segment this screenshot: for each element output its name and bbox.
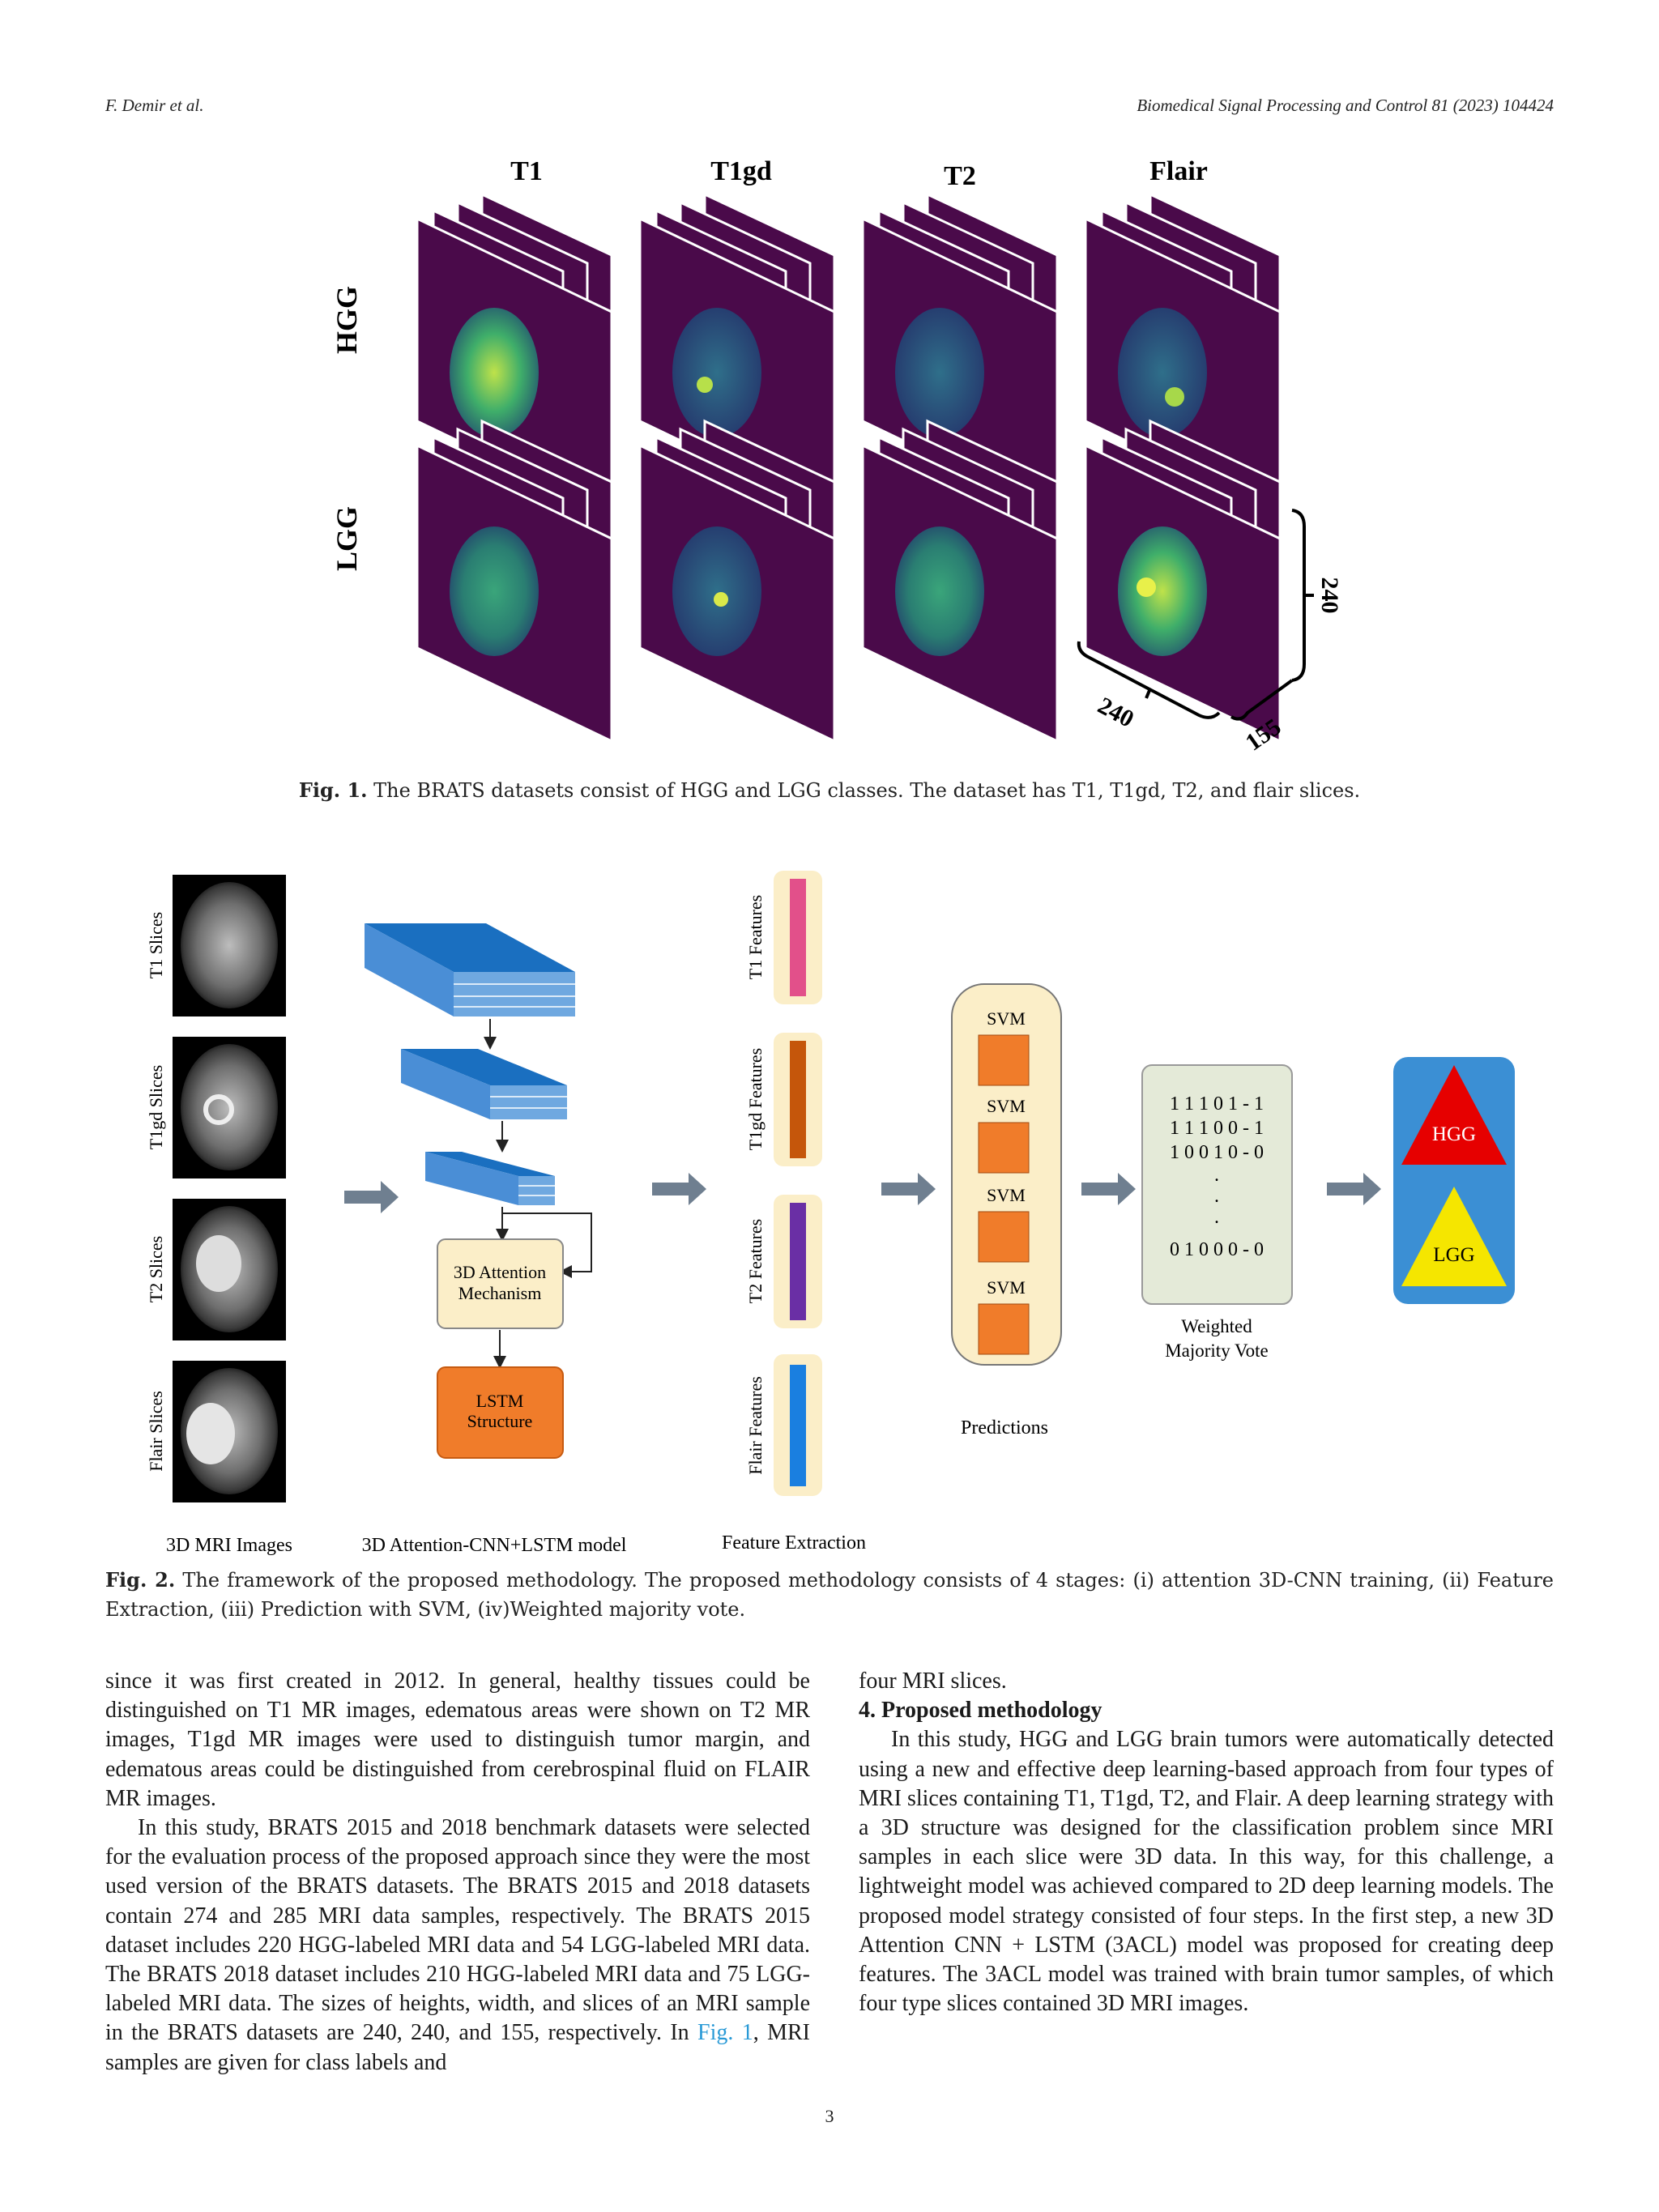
fig1-caption-text: The BRATS datasets consist of HGG and LG… [367,779,1361,802]
right-paragraph-1: In this study, HGG and LGG brain tumors … [859,1727,1554,2017]
stage-model: 3D Attention-CNN+LSTM model [362,1535,627,1556]
svm-label-1: SVM [987,1008,1026,1029]
fig1-link[interactable]: Fig. 1 [697,2020,753,2046]
stage-feature: Feature Extraction [722,1532,866,1554]
figure-2-caption: Fig. 2. The framework of the proposed me… [105,1566,1554,1624]
vote-row-4: . [1214,1165,1219,1186]
figure-1-caption: Fig. 1. The BRATS datasets consist of HG… [0,776,1659,805]
class-panel [1393,1057,1515,1304]
running-head-journal: Biomedical Signal Processing and Control… [1137,96,1554,115]
feature-label-t1: T1 Features [745,895,766,979]
fig1-row-lgg: LGG [331,506,363,571]
vote-row-3: 1 0 0 1 0 - 0 [1170,1142,1264,1163]
feature-label-t1gd: T1gd Features [745,1048,766,1150]
svm-label-4: SVM [987,1277,1026,1298]
fig2-caption-label: Fig. 2. [105,1568,176,1592]
slice-label-flair: Flair Slices [146,1391,166,1472]
body-left-column: since it was first created in 2012. In g… [105,1667,810,2078]
vote-row-6: . [1214,1207,1219,1228]
vote-row-5: . [1214,1186,1219,1207]
left-paragraph-1: since it was first created in 2012. In g… [105,1669,810,1811]
feature-vectors [774,871,822,1496]
mri-slices [173,875,286,1502]
attention-label-1: 3D Attention [454,1262,546,1282]
feature-label-flair: Flair Features [745,1376,766,1475]
lstm-box [437,1366,564,1459]
fig1-caption-label: Fig. 1. [298,778,368,802]
section-heading: 4. Proposed methodology [859,1698,1102,1724]
vote-panel [1141,1064,1293,1305]
class-lgg: LGG [1433,1244,1474,1266]
feature-label-t2: T2 Features [745,1219,766,1303]
vote-row-7: 0 1 0 0 0 - 0 [1170,1239,1264,1260]
fig1-col-t1: T1 [510,156,543,186]
right-paragraph-0: four MRI slices. [859,1669,1007,1694]
fig1-dim-width: 240 [1094,692,1138,732]
stage-mri: 3D MRI Images [166,1535,292,1556]
predictions-label: Predictions [961,1417,1048,1438]
fig1-col-t2: T2 [944,161,976,191]
left-paragraph-2-a: In this study, BRATS 2015 and 2018 bench… [105,1815,810,2046]
attention-label-2: Mechanism [458,1283,542,1303]
body-right-column: four MRI slices. 4. Proposed methodology… [859,1667,1554,2018]
figure-1: T1 T1gd T2 Flair HGG LGG [300,146,1353,778]
fig2-caption-text: The framework of the proposed methodolog… [105,1569,1554,1621]
figure-2: T1 Slices T1gd Slices T2 Slices Flair Sl… [105,842,1554,1563]
svm-label-3: SVM [987,1185,1026,1205]
slice-label-t1gd: T1gd Slices [146,1065,166,1150]
slice-label-t2: T2 Slices [146,1236,166,1303]
lstm-label-2: Structure [467,1411,533,1431]
lstm-label-1: LSTM [476,1391,524,1411]
class-hgg: HGG [1432,1123,1476,1145]
attention-box [437,1238,564,1329]
running-head-authors: F. Demir et al. [105,96,204,115]
fig1-row-hgg: HGG [331,286,363,354]
fig1-col-t1gd: T1gd [710,156,772,186]
vote-caption-2: Majority Vote [1165,1340,1269,1361]
cnn-cubes [365,923,575,1205]
slice-label-t1: T1 Slices [146,912,166,979]
page-number: 3 [825,2106,834,2126]
vote-caption-1: Weighted [1181,1316,1252,1336]
left-paragraph-2-b: , MRI samples are given for class labels… [105,2020,810,2075]
svm-label-2: SVM [987,1096,1026,1116]
vote-row-1: 1 1 1 0 1 - 1 [1170,1093,1264,1115]
fig1-col-flair: Flair [1149,156,1208,186]
left-paragraph-2: In this study, BRATS 2015 and 2018 bench… [105,1813,810,2078]
vote-row-2: 1 1 1 0 0 - 1 [1170,1118,1264,1139]
fig1-dim-height: 240 [1316,578,1343,614]
